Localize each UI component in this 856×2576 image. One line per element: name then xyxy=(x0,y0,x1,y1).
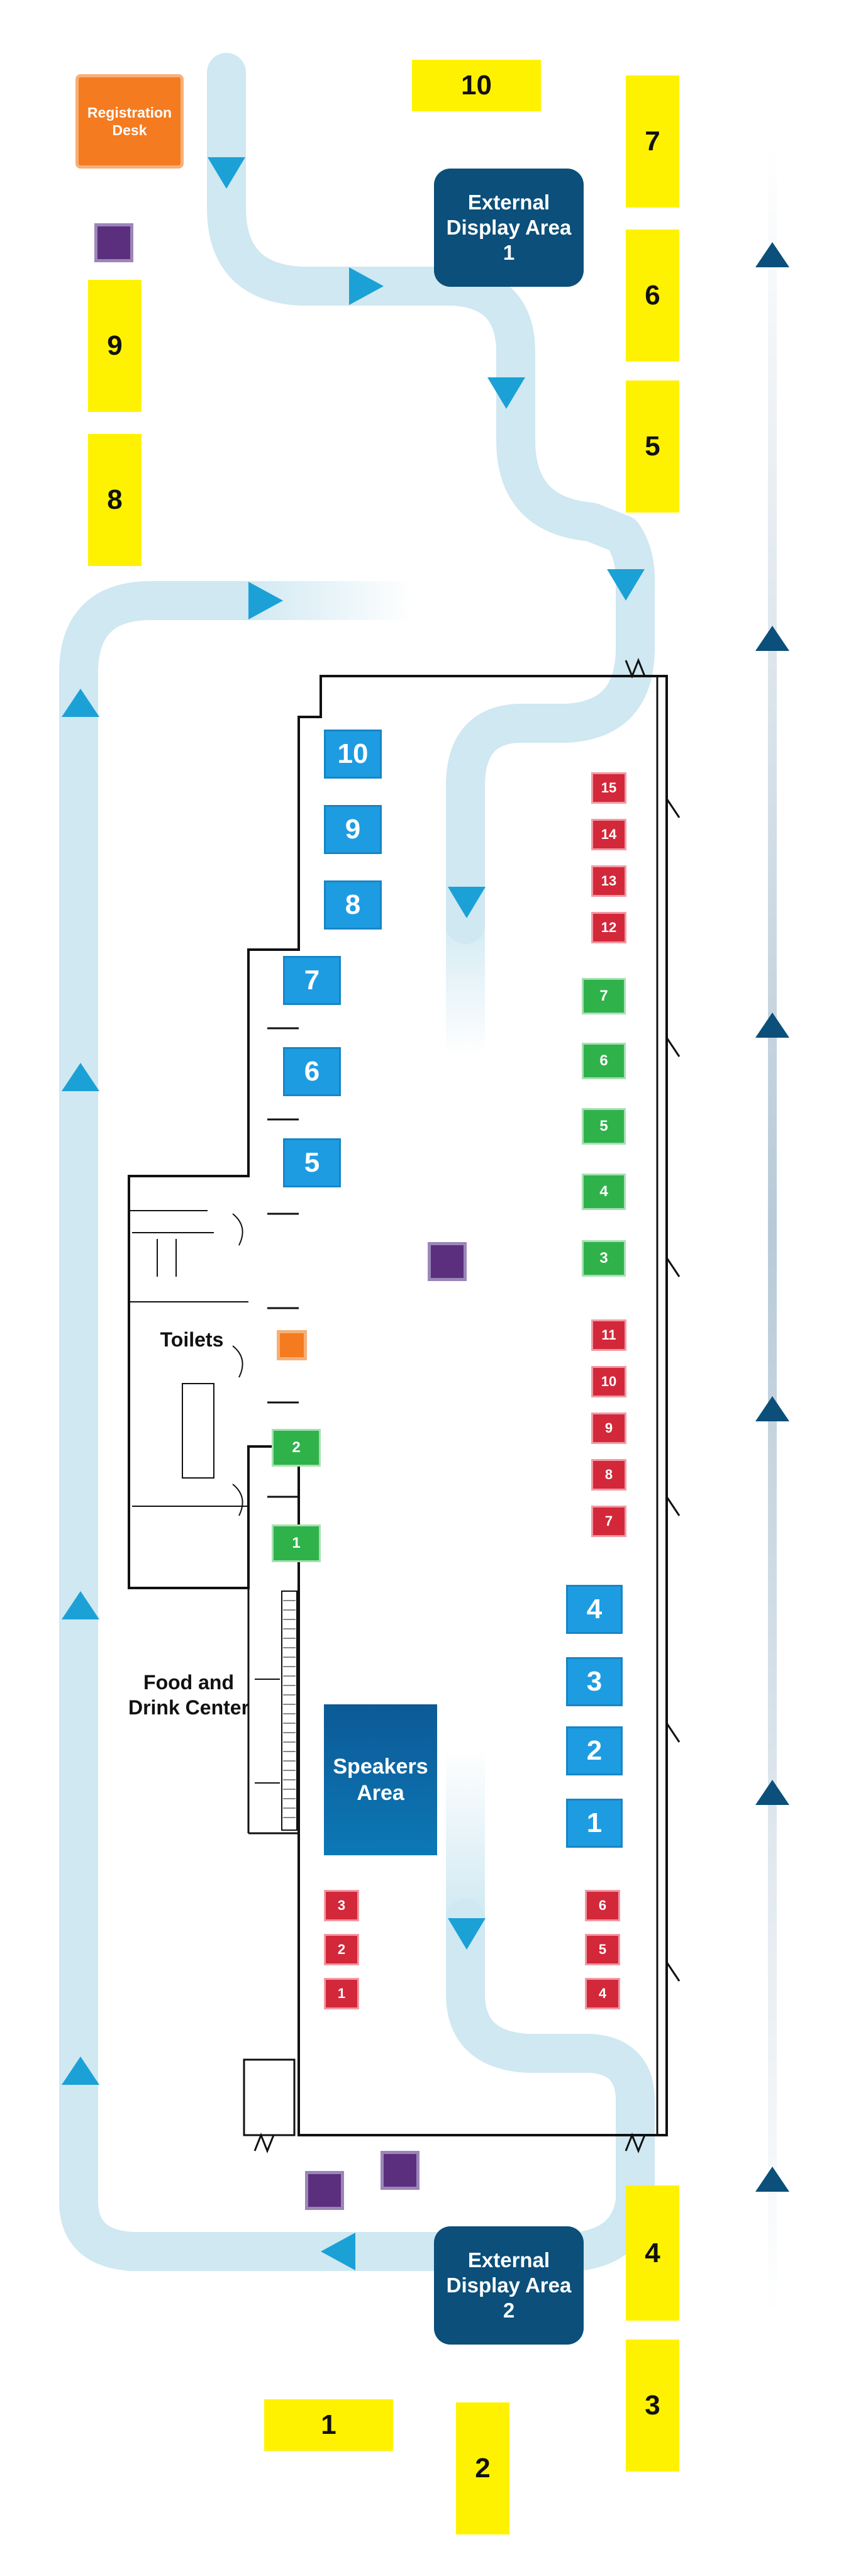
outdoor-stand-7[interactable]: 7 xyxy=(626,75,679,208)
stand-green-1[interactable]: 1 xyxy=(272,1524,321,1562)
stand-blue-10[interactable]: 10 xyxy=(324,730,382,779)
stand-green-7[interactable]: 7 xyxy=(582,978,626,1014)
stand-red-15[interactable]: 15 xyxy=(591,772,626,804)
stand-red-7[interactable]: 7 xyxy=(591,1506,626,1537)
stand-green-2[interactable]: 2 xyxy=(272,1429,321,1467)
info-point[interactable] xyxy=(381,2151,420,2190)
registration-point[interactable] xyxy=(277,1330,307,1360)
stand-red-13[interactable]: 13 xyxy=(591,865,626,897)
toilets-label: Toilets xyxy=(160,1328,224,1351)
stand-red-8[interactable]: 8 xyxy=(591,1459,626,1491)
food-drink-center-label: Food and Drink Center xyxy=(128,1671,250,1719)
outdoor-stand-9[interactable]: 9 xyxy=(88,280,142,412)
outdoor-stand-8[interactable]: 8 xyxy=(88,434,142,566)
stand-red-6[interactable]: 6 xyxy=(585,1890,620,1921)
stand-red-10[interactable]: 10 xyxy=(591,1366,626,1397)
stand-red-2[interactable]: 2 xyxy=(324,1934,359,1965)
info-point[interactable] xyxy=(428,1242,467,1281)
stand-red-12[interactable]: 12 xyxy=(591,912,626,943)
column-markers xyxy=(267,1027,299,1498)
path-arrows xyxy=(62,157,645,2270)
stand-green-5[interactable]: 5 xyxy=(582,1108,626,1145)
stand-red-5[interactable]: 5 xyxy=(585,1934,620,1965)
stand-blue-4[interactable]: 4 xyxy=(566,1585,623,1634)
stand-blue-1[interactable]: 1 xyxy=(566,1799,623,1848)
stand-blue-9[interactable]: 9 xyxy=(324,805,382,854)
stand-green-6[interactable]: 6 xyxy=(582,1043,626,1079)
outdoor-stand-6[interactable]: 6 xyxy=(626,230,679,362)
stand-red-3[interactable]: 3 xyxy=(324,1890,359,1921)
stand-blue-7[interactable]: 7 xyxy=(283,956,341,1005)
stand-green-4[interactable]: 4 xyxy=(582,1174,626,1210)
outdoor-stand-1[interactable]: 1 xyxy=(264,2399,393,2451)
stand-blue-6[interactable]: 6 xyxy=(283,1047,341,1096)
building-outline xyxy=(128,657,681,2154)
stand-red-1[interactable]: 1 xyxy=(324,1978,359,2009)
outdoor-stand-4[interactable]: 4 xyxy=(626,2185,679,2321)
stand-red-11[interactable]: 11 xyxy=(591,1319,626,1351)
stand-blue-3[interactable]: 3 xyxy=(566,1657,623,1706)
stand-blue-8[interactable]: 8 xyxy=(324,880,382,930)
exit-route xyxy=(755,145,789,2314)
registration-desk[interactable]: Registration Desk xyxy=(75,74,184,169)
stand-green-3[interactable]: 3 xyxy=(582,1240,626,1277)
outdoor-stand-3[interactable]: 3 xyxy=(626,2340,679,2472)
info-point[interactable] xyxy=(94,223,133,262)
stand-blue-5[interactable]: 5 xyxy=(283,1138,341,1187)
outdoor-stand-10[interactable]: 10 xyxy=(412,60,541,111)
external-display-area-1[interactable]: External Display Area 1 xyxy=(434,169,584,287)
external-display-area-2[interactable]: External Display Area 2 xyxy=(434,2226,584,2345)
info-point[interactable] xyxy=(305,2171,344,2210)
outdoor-stand-2[interactable]: 2 xyxy=(456,2402,509,2534)
stand-red-14[interactable]: 14 xyxy=(591,819,626,850)
outdoor-stand-5[interactable]: 5 xyxy=(626,380,679,513)
visitor-path xyxy=(59,53,655,2271)
stand-blue-2[interactable]: 2 xyxy=(566,1726,623,1775)
stand-red-4[interactable]: 4 xyxy=(585,1978,620,2009)
speakers-area[interactable]: Speakers Area xyxy=(324,1704,437,1855)
stand-red-9[interactable]: 9 xyxy=(591,1413,626,1444)
